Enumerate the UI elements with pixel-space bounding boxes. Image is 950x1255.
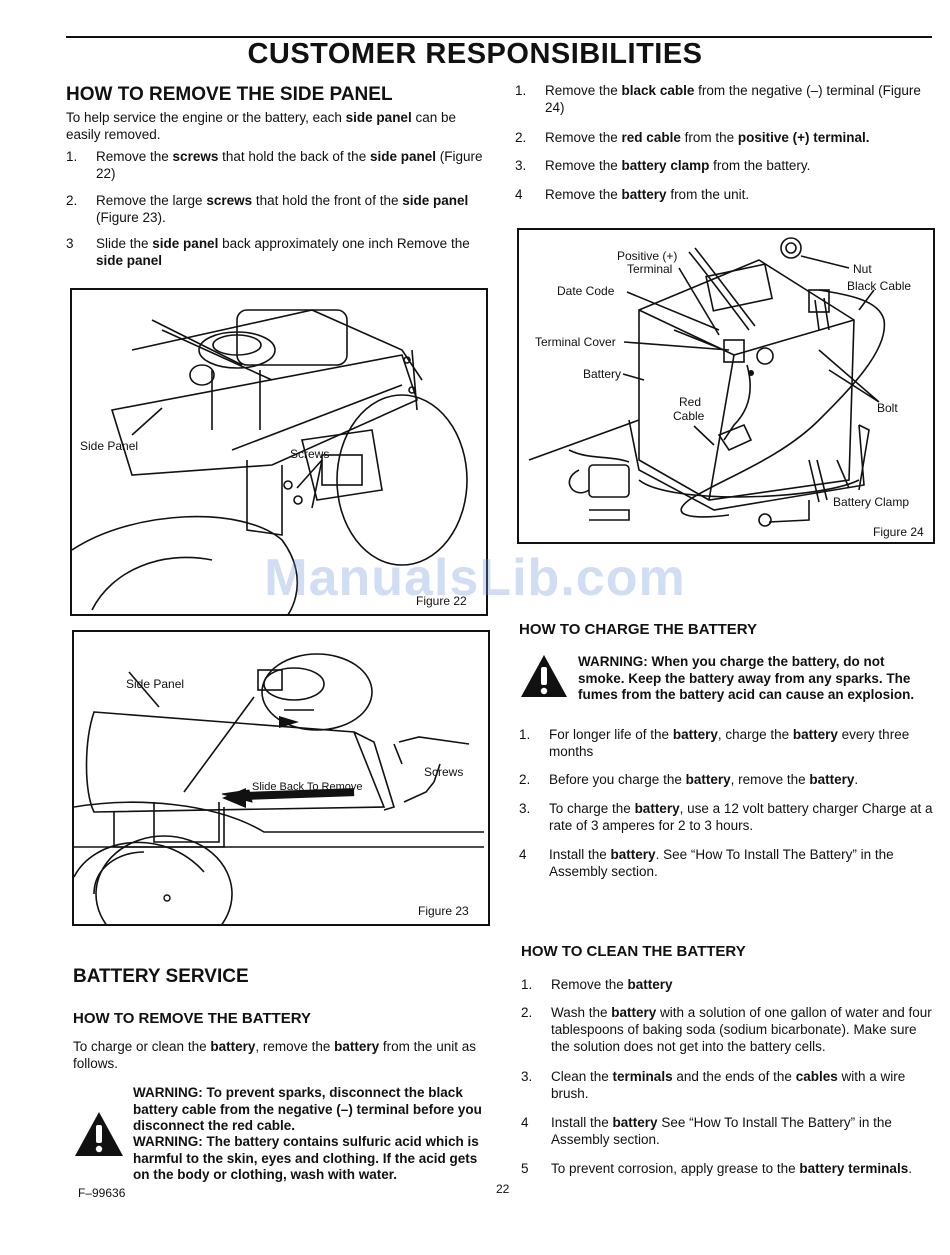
- list-item: 3. To charge the battery, use a 12 volt b…: [519, 800, 935, 834]
- list-item: 3 Slide the side panel back approximately…: [66, 235, 488, 269]
- list-item-text: Install the battery See “How To Install …: [551, 1115, 892, 1147]
- figure-23: Side Panel Slide Back To Remove Screws F…: [72, 630, 490, 926]
- list-item: 1. Remove the battery: [521, 976, 937, 993]
- list-item-number: 3.: [519, 801, 531, 816]
- remove-battery-intro: To charge or clean the battery, remove t…: [73, 1039, 476, 1071]
- list-item-text: Slide the side panel back approximately …: [96, 236, 470, 268]
- page-number: 22: [496, 1182, 510, 1196]
- figure-22: Side Panel Screws Figure 22: [70, 288, 488, 616]
- list-item-text: To charge the battery, use a 12 volt bat…: [549, 801, 933, 833]
- remove-battery-heading: HOW TO REMOVE THE BATTERY: [73, 1010, 312, 1027]
- list-item-text: Install the battery. See “How To Install…: [549, 847, 894, 879]
- list-item: 2. Remove the red cable from the positive…: [515, 129, 933, 146]
- list-item-number: 2.: [521, 1005, 533, 1020]
- fig24-battery-label: Battery: [583, 367, 622, 381]
- list-item-number: 1.: [521, 977, 533, 992]
- list-item: 5 To prevent corrosion, apply grease to t…: [521, 1160, 937, 1177]
- list-item: 1. For longer life of the battery, charge…: [519, 726, 935, 760]
- list-item-number: 5: [521, 1161, 529, 1176]
- list-item-number: 2.: [515, 130, 527, 145]
- clean-battery-heading: HOW TO CLEAN THE BATTERY: [521, 943, 746, 960]
- list-item-text: Remove the battery: [551, 977, 673, 992]
- fig23-slide-back-label: Slide Back To Remove: [252, 781, 363, 793]
- list-item-number: 3: [66, 236, 74, 251]
- list-item: 3. Clean the terminals and the ends of th…: [521, 1068, 937, 1102]
- top-rule: [66, 36, 932, 38]
- side-panel-heading: HOW TO REMOVE THE SIDE PANEL: [66, 84, 393, 105]
- list-item-text: To prevent corrosion, apply grease to th…: [551, 1161, 912, 1176]
- list-item: 2. Before you charge the battery, remove …: [519, 771, 935, 788]
- figure-24: Positive (+) Terminal Nut Black Cable Da…: [517, 228, 935, 544]
- figure-22-drawing: [72, 309, 468, 614]
- charge-battery-heading: HOW TO CHARGE THE BATTERY: [519, 621, 758, 638]
- list-item: 4 Remove the battery from the unit.: [515, 186, 933, 203]
- fig24-nut-label: Nut: [853, 262, 872, 276]
- fig23-side-panel-label: Side Panel: [126, 677, 185, 691]
- list-item: 2. Wash the battery with a solution of on…: [521, 1004, 937, 1055]
- charge-battery-warning: WARNING: When you charge the battery, do…: [578, 654, 915, 702]
- warning-icon: [521, 655, 567, 697]
- list-item: 1. Remove the black cable from the negati…: [515, 82, 933, 116]
- list-item-text: Before you charge the battery, remove th…: [549, 772, 859, 787]
- figure-24-caption: Figure 24: [873, 525, 924, 539]
- list-item-text: Remove the screws that hold the back of …: [96, 149, 483, 181]
- figure-22-caption: Figure 22: [416, 594, 467, 608]
- remove-battery-warning-sparks: WARNING: To prevent sparks, disconnect t…: [133, 1085, 482, 1133]
- list-item: 3. Remove the battery clamp from the batt…: [515, 157, 933, 174]
- list-item-number: 2.: [66, 193, 78, 208]
- warning-icon: [75, 1112, 123, 1156]
- list-item-number: 1.: [515, 83, 527, 98]
- list-item-number: 1.: [66, 149, 78, 164]
- page-title: CUSTOMER RESPONSIBILITIES: [247, 38, 703, 70]
- side-panel-intro: To help service the engine or the batter…: [66, 110, 456, 142]
- fig24-red-label: Red: [679, 395, 702, 409]
- list-item-text: Clean the terminals and the ends of the …: [551, 1069, 906, 1101]
- fig22-screws-label: Screws: [290, 447, 330, 461]
- list-item-number: 1.: [519, 727, 531, 742]
- figure-24-drawing: [528, 237, 886, 527]
- list-item: 2. Remove the large screws that hold the …: [66, 192, 488, 226]
- list-item-text: For longer life of the battery, charge t…: [549, 727, 910, 759]
- list-item-number: 3.: [521, 1069, 533, 1084]
- fig22-side-panel-label: Side Panel: [80, 439, 139, 453]
- list-item-number: 2.: [519, 772, 531, 787]
- fig24-black-cable-label: Black Cable: [847, 279, 912, 293]
- list-item-text: Remove the red cable from the positive (…: [545, 130, 870, 145]
- list-item-number: 4: [521, 1115, 529, 1130]
- fig24-date-code-label: Date Code: [557, 284, 615, 298]
- list-item-number: 4: [519, 847, 527, 862]
- list-item: 4 Install the battery See “How To Install…: [521, 1114, 937, 1148]
- list-item-number: 4: [515, 187, 523, 202]
- list-item: 1. Remove the screws that hold the back o…: [66, 148, 488, 182]
- fig24-cable-label: Cable: [673, 409, 705, 423]
- fig24-terminal-cover-label: Terminal Cover: [535, 335, 616, 349]
- list-item-text: Remove the battery clamp from the batter…: [545, 158, 811, 173]
- fig24-positive-label: Positive (+): [617, 249, 678, 263]
- battery-service-heading: BATTERY SERVICE: [73, 966, 249, 987]
- watermark: ManualsLib.com: [264, 549, 686, 607]
- list-item-number: 3.: [515, 158, 527, 173]
- fig23-screws-label: Screws: [424, 765, 464, 779]
- document-code: F–99636: [78, 1186, 126, 1200]
- list-item-text: Wash the battery with a solution of one …: [551, 1005, 932, 1054]
- figure-23-drawing: [74, 653, 484, 924]
- fig24-bolt-label: Bolt: [877, 401, 898, 415]
- fig24-terminal-label: Terminal: [627, 262, 673, 276]
- list-item-text: Remove the battery from the unit.: [545, 187, 750, 202]
- list-item-text: Remove the black cable from the negative…: [545, 83, 921, 115]
- list-item: 4 Install the battery. See “How To Instal…: [519, 846, 935, 880]
- fig24-battery-clamp-label: Battery Clamp: [833, 495, 910, 509]
- figure-23-caption: Figure 23: [418, 904, 469, 918]
- remove-battery-warning-acid: WARNING: The battery contains sulfuric a…: [133, 1134, 479, 1182]
- list-item-text: Remove the large screws that hold the fr…: [96, 193, 469, 225]
